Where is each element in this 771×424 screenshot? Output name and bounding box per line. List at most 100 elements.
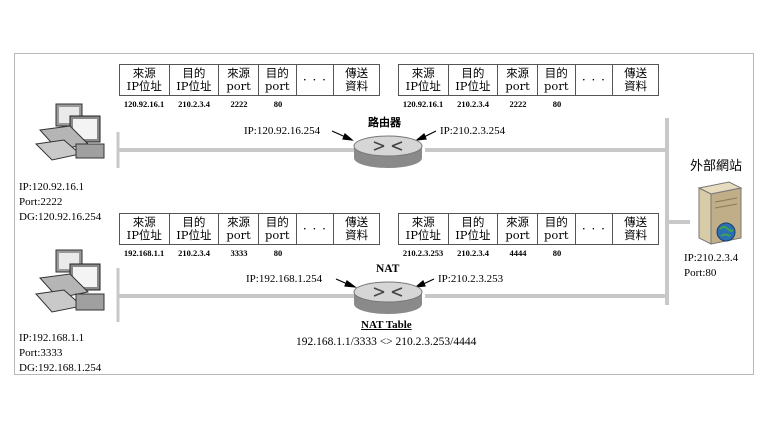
server-title: 外部網站	[690, 159, 743, 174]
header-cell-line2: port	[505, 79, 530, 93]
nat-title: NAT	[376, 263, 400, 275]
nat-router-icon	[353, 281, 423, 314]
header-cell-line1: 目的	[182, 215, 206, 229]
header-cell-line1: 傳送	[624, 66, 648, 80]
pc2-gateway: DG:192.168.1.254	[19, 362, 102, 374]
router-icon	[353, 135, 423, 168]
header-cell-line2: 資料	[624, 228, 648, 242]
header-cell: 傳送資料	[613, 214, 658, 244]
header-cell: · · ·	[297, 214, 335, 244]
header-cell: 傳送資料	[334, 65, 379, 95]
router-right-ip: IP:210.2.3.254	[440, 125, 506, 137]
computer-icon	[34, 103, 105, 161]
header-cell-line1: 目的	[182, 66, 206, 80]
packet-value: 192.168.1.1	[123, 248, 165, 258]
packet-value: 210.2.3.4	[457, 248, 489, 258]
computer-icon-2	[35, 249, 105, 313]
packet-values-bottom-right: 210.2.3.253 210.2.3.4 4444 80	[398, 248, 576, 258]
packet-value: 80	[552, 99, 562, 109]
header-cell-line1: 傳送	[345, 215, 369, 229]
pc1-gateway: DG:120.92.16.254	[19, 211, 102, 223]
header-cell-line1: 目的	[544, 215, 568, 229]
diagram-frame	[14, 53, 754, 375]
header-cell-line1: 來源	[132, 215, 156, 229]
pc2-ip: IP:192.168.1.1	[19, 332, 85, 344]
header-cell-line1: · · ·	[302, 221, 327, 236]
header-cell-line2: 資料	[624, 79, 648, 93]
packet-value: 120.92.16.1	[402, 99, 444, 109]
arrow-router-left	[331, 130, 354, 141]
header-cell-line2: 資料	[345, 228, 369, 242]
header-cell-line2: port	[544, 228, 569, 242]
router-title: 路由器	[368, 116, 401, 129]
header-cell-line2: IP位址	[455, 228, 491, 242]
arrow-nat-right	[414, 278, 435, 288]
header-cell: · · ·	[576, 65, 614, 95]
packet-value: 210.2.3.253	[402, 248, 444, 258]
header-cell-line2: IP位址	[126, 79, 162, 93]
header-cell-line1: 來源	[411, 66, 435, 80]
header-cell-line1: 來源	[506, 66, 530, 80]
packet-value: 3333	[230, 248, 248, 258]
nat-left-ip: IP:192.168.1.254	[246, 273, 323, 285]
packet-value: 120.92.16.1	[123, 99, 165, 109]
header-cell-line1: 目的	[544, 66, 568, 80]
header-cell-line2: IP位址	[405, 79, 441, 93]
pc1-port: Port:2222	[19, 196, 63, 208]
packet-value: 2222	[230, 99, 248, 109]
header-cell-line1: 目的	[265, 215, 289, 229]
header-cell-line2: port	[505, 228, 530, 242]
pc2-port: Port:3333	[19, 347, 63, 359]
header-cell: 傳送資料	[334, 214, 379, 244]
pc2-info: IP:192.168.1.1 Port:3333 DG:192.168.1.25…	[19, 331, 101, 376]
packet-values-top-right: 120.92.16.1 210.2.3.4 2222 80	[398, 99, 576, 109]
server-icon	[697, 181, 743, 245]
packet-value: 4444	[509, 248, 527, 258]
header-cell-line2: port	[226, 228, 251, 242]
header-cell-line2: IP位址	[126, 228, 162, 242]
packet-value: 210.2.3.4	[178, 99, 210, 109]
packet-value: 210.2.3.4	[457, 99, 489, 109]
router-left-ip: IP:120.92.16.254	[244, 125, 321, 137]
header-cell-line2: port	[226, 79, 251, 93]
header-cell-line2: port	[265, 79, 290, 93]
header-cell-line1: 目的	[461, 66, 485, 80]
server-port: Port:80	[684, 267, 717, 279]
header-cell-line2: IP位址	[176, 79, 212, 93]
header-cell: 傳送資料	[613, 65, 658, 95]
packet-value: 2222	[509, 99, 527, 109]
header-cell-line1: 來源	[227, 215, 251, 229]
server-ip: IP:210.2.3.4	[684, 252, 739, 264]
packet-value: 210.2.3.4	[178, 248, 210, 258]
header-cell-line1: 來源	[506, 215, 530, 229]
packet-value: 80	[552, 248, 562, 258]
header-cell: · · ·	[297, 65, 335, 95]
header-cell-line2: IP位址	[405, 228, 441, 242]
header-cell-line2: 資料	[345, 79, 369, 93]
header-cell-line2: port	[544, 79, 569, 93]
arrow-nat-left	[335, 278, 358, 288]
header-cell-line2: IP位址	[455, 79, 491, 93]
header-cell-line1: 來源	[227, 66, 251, 80]
header-cell-line1: 目的	[461, 215, 485, 229]
